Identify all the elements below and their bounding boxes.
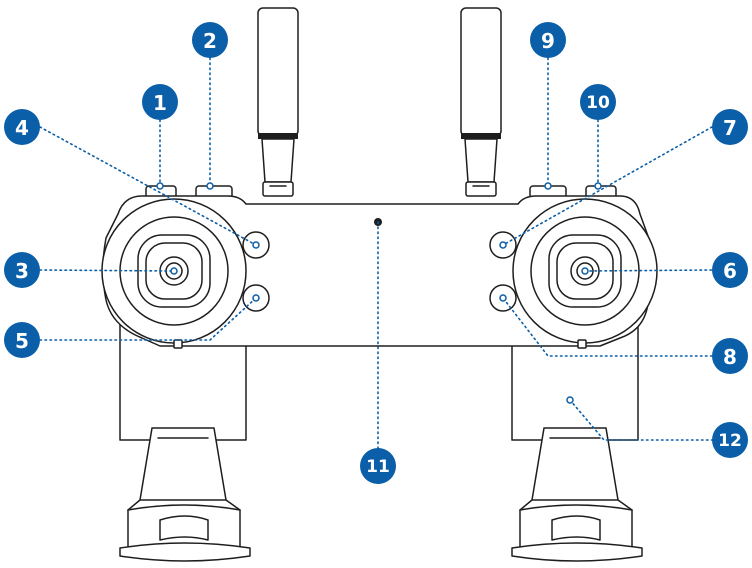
callout-target-dots <box>156 182 602 404</box>
svg-text:2: 2 <box>203 29 217 53</box>
callout-leader-lines <box>39 57 713 453</box>
svg-text:7: 7 <box>723 116 737 140</box>
svg-text:11: 11 <box>366 457 390 477</box>
svg-text:8: 8 <box>723 345 737 369</box>
callout-3: 3 <box>4 252 40 288</box>
svg-text:9: 9 <box>541 29 555 53</box>
callout-badge <box>192 22 228 58</box>
callout-badge <box>580 84 616 120</box>
svg-text:5: 5 <box>15 329 29 353</box>
callout-7: 7 <box>712 109 748 145</box>
callout-5: 5 <box>4 322 40 358</box>
callout-badge <box>4 252 40 288</box>
callout-9: 9 <box>530 22 566 58</box>
callout-12: 12 <box>712 422 748 458</box>
callout-badge <box>4 322 40 358</box>
left-antenna <box>257 7 299 197</box>
svg-text:4: 4 <box>15 116 29 140</box>
svg-text:6: 6 <box>723 259 737 283</box>
callout-badge <box>142 84 178 120</box>
shoulder-buttons <box>145 185 617 199</box>
callout-badge <box>712 338 748 374</box>
callout-2: 2 <box>192 22 228 58</box>
svg-text:10: 10 <box>586 93 610 113</box>
callout-11: 11 <box>360 448 396 484</box>
svg-text:12: 12 <box>718 431 742 451</box>
svg-text:1: 1 <box>153 91 167 115</box>
callout-badge <box>4 109 40 145</box>
callout-4: 4 <box>4 109 40 145</box>
svg-text:3: 3 <box>15 259 29 283</box>
callout-badge <box>712 109 748 145</box>
callout-badge <box>530 22 566 58</box>
callout-6: 6 <box>712 252 748 288</box>
callout-badge <box>712 422 748 458</box>
callout-8: 8 <box>712 338 748 374</box>
callout-10: 10 <box>580 84 616 120</box>
right-antenna <box>460 7 502 197</box>
callout-badge <box>712 252 748 288</box>
callout-1: 1 <box>142 84 178 120</box>
callout-badge <box>360 448 396 484</box>
